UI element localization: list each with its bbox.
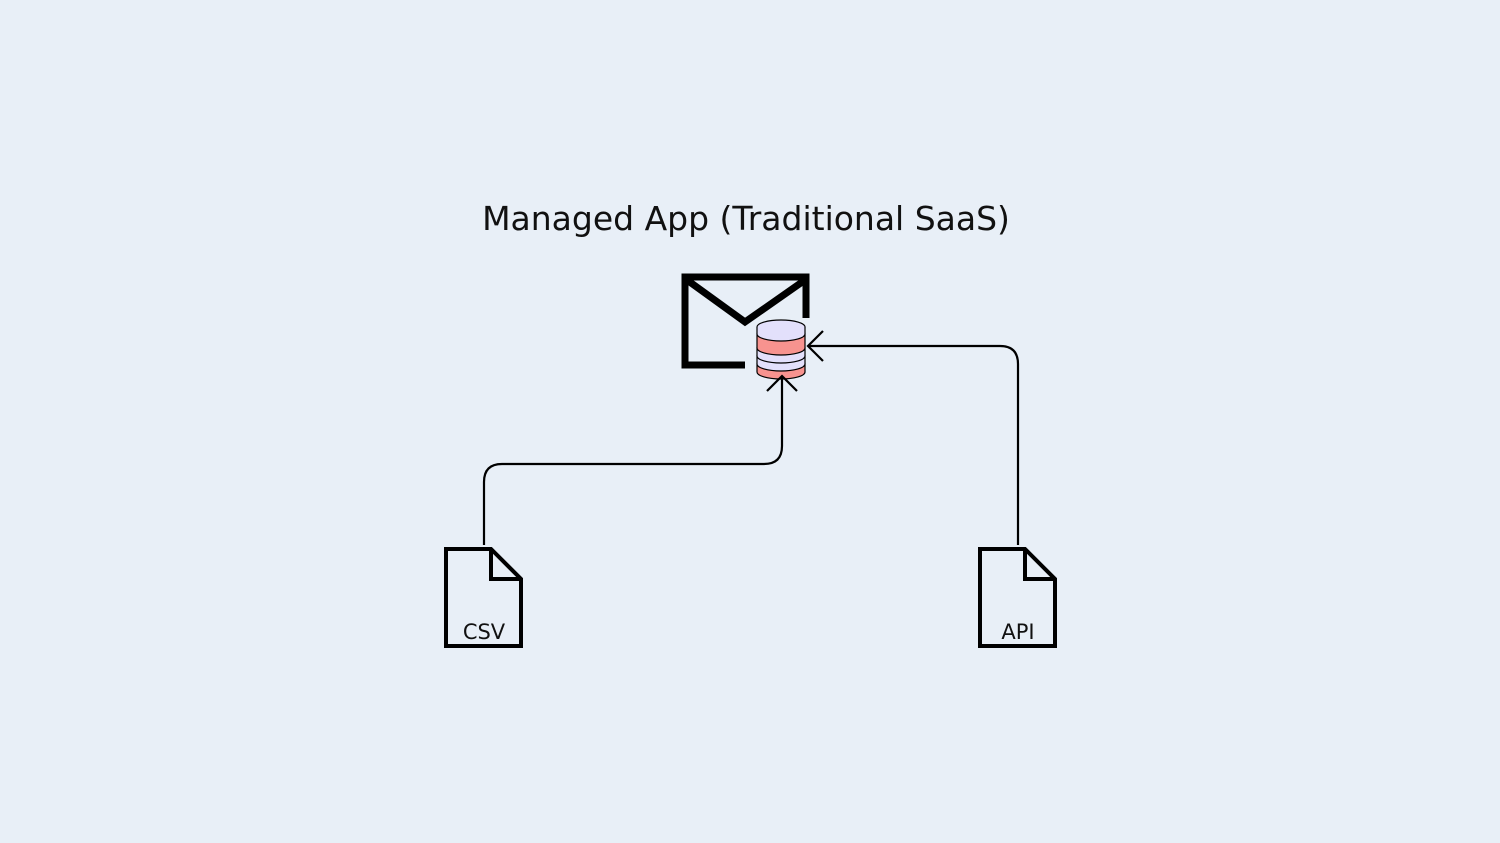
document-icon [978,547,1057,648]
document-icon [444,547,523,648]
csv-document: CSV [444,547,523,648]
connector-api-to-database [806,330,1020,545]
diagram-title: Managed App (Traditional SaaS) [482,199,1010,238]
api-document: API [978,547,1057,648]
api-label: API [1001,620,1034,644]
csv-label: CSV [463,620,506,644]
database-icon [756,319,806,380]
connector-csv-to-database [482,374,798,545]
mail-icon [681,273,810,369]
